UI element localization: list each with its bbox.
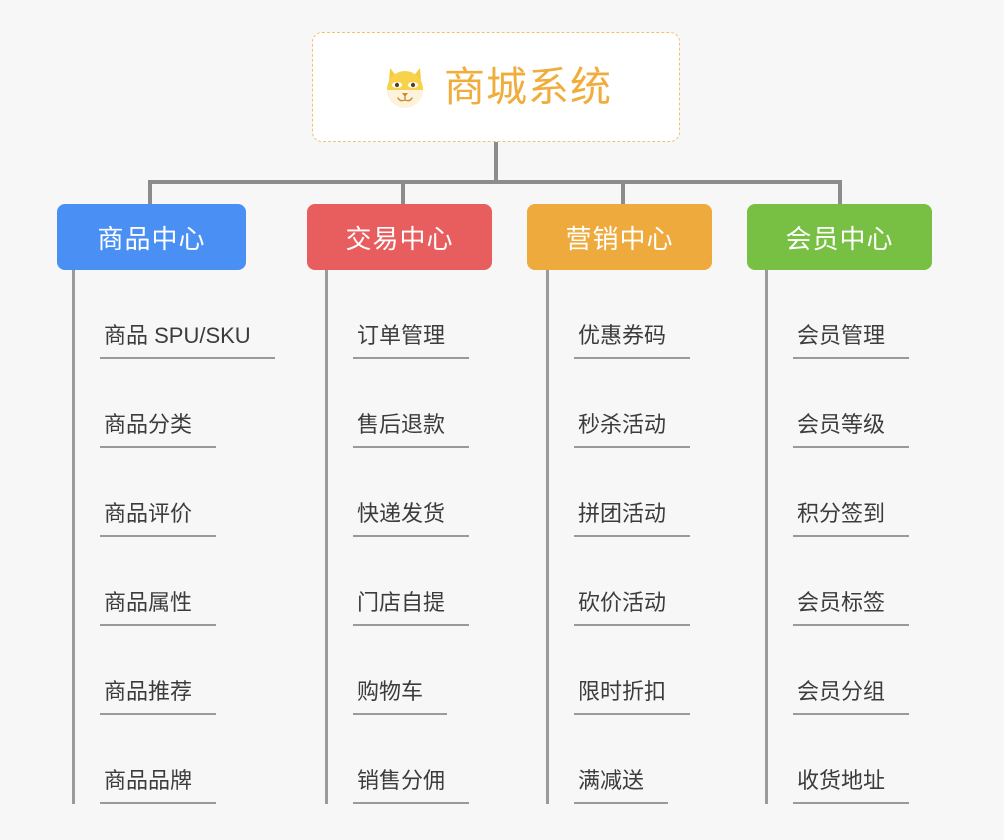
category-column-trade: 订单管理 售后退款 快递发货 门店自提 购物车 销售分佣 — [325, 270, 470, 804]
list-item[interactable]: 会员标签 — [765, 537, 910, 626]
category-column-member: 会员管理 会员等级 积分签到 会员标签 会员分组 收货地址 — [765, 270, 910, 804]
list-item-label: 销售分佣 — [353, 770, 470, 804]
list-item[interactable]: 商品分类 — [72, 359, 275, 448]
list-item[interactable]: 拼团活动 — [546, 448, 691, 537]
list-item-label: 会员等级 — [793, 414, 910, 448]
connector-drop-1 — [148, 180, 152, 204]
connector-root-stem — [494, 142, 498, 182]
list-item-label: 限时折扣 — [574, 681, 691, 715]
connector-drop-2 — [401, 180, 405, 204]
category-header-trade[interactable]: 交易中心 — [307, 204, 492, 270]
list-item-label: 收货地址 — [793, 770, 910, 804]
list-item[interactable]: 会员分组 — [765, 626, 910, 715]
root-title: 商城系统 — [444, 63, 612, 110]
list-item[interactable]: 订单管理 — [325, 270, 470, 359]
column-spine — [72, 270, 75, 804]
list-item-label: 砍价活动 — [574, 592, 691, 626]
category-label: 营销中心 — [565, 223, 674, 254]
list-item[interactable]: 会员管理 — [765, 270, 910, 359]
list-item-label: 商品品牌 — [100, 770, 217, 804]
list-item[interactable]: 售后退款 — [325, 359, 470, 448]
list-item[interactable]: 限时折扣 — [546, 626, 691, 715]
list-item[interactable]: 商品评价 — [72, 448, 275, 537]
category-column-marketing: 优惠券码 秒杀活动 拼团活动 砍价活动 限时折扣 满减送 — [546, 270, 691, 804]
list-item[interactable]: 砍价活动 — [546, 537, 691, 626]
list-item[interactable]: 快递发货 — [325, 448, 470, 537]
list-item-label: 满减送 — [574, 770, 669, 804]
shiba-dog-icon — [380, 62, 430, 112]
list-item-label: 会员分组 — [793, 681, 910, 715]
list-item-label: 商品评价 — [100, 503, 217, 537]
list-item[interactable]: 商品推荐 — [72, 626, 275, 715]
category-header-product[interactable]: 商品中心 — [57, 204, 246, 270]
category-label: 商品中心 — [97, 223, 206, 254]
list-item-label: 商品属性 — [100, 592, 217, 626]
column-spine — [546, 270, 549, 804]
list-item[interactable]: 销售分佣 — [325, 715, 470, 804]
list-item-label: 商品 SPU/SKU — [100, 325, 275, 359]
list-item[interactable]: 门店自提 — [325, 537, 470, 626]
list-item-label: 拼团活动 — [574, 503, 691, 537]
list-item-label: 优惠券码 — [574, 325, 691, 359]
list-item[interactable]: 收货地址 — [765, 715, 910, 804]
connector-drop-4 — [838, 180, 842, 204]
category-label: 交易中心 — [345, 223, 454, 254]
list-item[interactable]: 商品 SPU/SKU — [72, 270, 275, 359]
list-item[interactable]: 购物车 — [325, 626, 469, 715]
list-item-label: 订单管理 — [353, 325, 470, 359]
list-item-label: 商品推荐 — [100, 681, 217, 715]
list-item[interactable]: 积分签到 — [765, 448, 910, 537]
list-item-label: 积分签到 — [793, 503, 910, 537]
list-item[interactable]: 秒杀活动 — [546, 359, 691, 448]
list-item-label: 秒杀活动 — [574, 414, 691, 448]
list-item-label: 门店自提 — [353, 592, 470, 626]
column-spine — [325, 270, 328, 804]
connector-drop-3 — [621, 180, 625, 204]
list-item[interactable]: 商品品牌 — [72, 715, 275, 804]
list-item-label: 会员标签 — [793, 592, 910, 626]
list-item-label: 售后退款 — [353, 414, 470, 448]
root-node[interactable]: 商城系统 — [312, 32, 680, 142]
list-item[interactable]: 优惠券码 — [546, 270, 691, 359]
list-item-label: 购物车 — [353, 681, 448, 715]
list-item-label: 快递发货 — [353, 503, 470, 537]
list-item-label: 商品分类 — [100, 414, 217, 448]
connector-horizontal-bus — [150, 180, 840, 184]
category-header-member[interactable]: 会员中心 — [747, 204, 932, 270]
list-item[interactable]: 商品属性 — [72, 537, 275, 626]
list-item-label: 会员管理 — [793, 325, 910, 359]
category-column-product: 商品 SPU/SKU 商品分类 商品评价 商品属性 商品推荐 商品品牌 — [72, 270, 275, 804]
column-spine — [765, 270, 768, 804]
category-label: 会员中心 — [785, 223, 894, 254]
category-header-marketing[interactable]: 营销中心 — [527, 204, 712, 270]
list-item[interactable]: 满减送 — [546, 715, 690, 804]
list-item[interactable]: 会员等级 — [765, 359, 910, 448]
